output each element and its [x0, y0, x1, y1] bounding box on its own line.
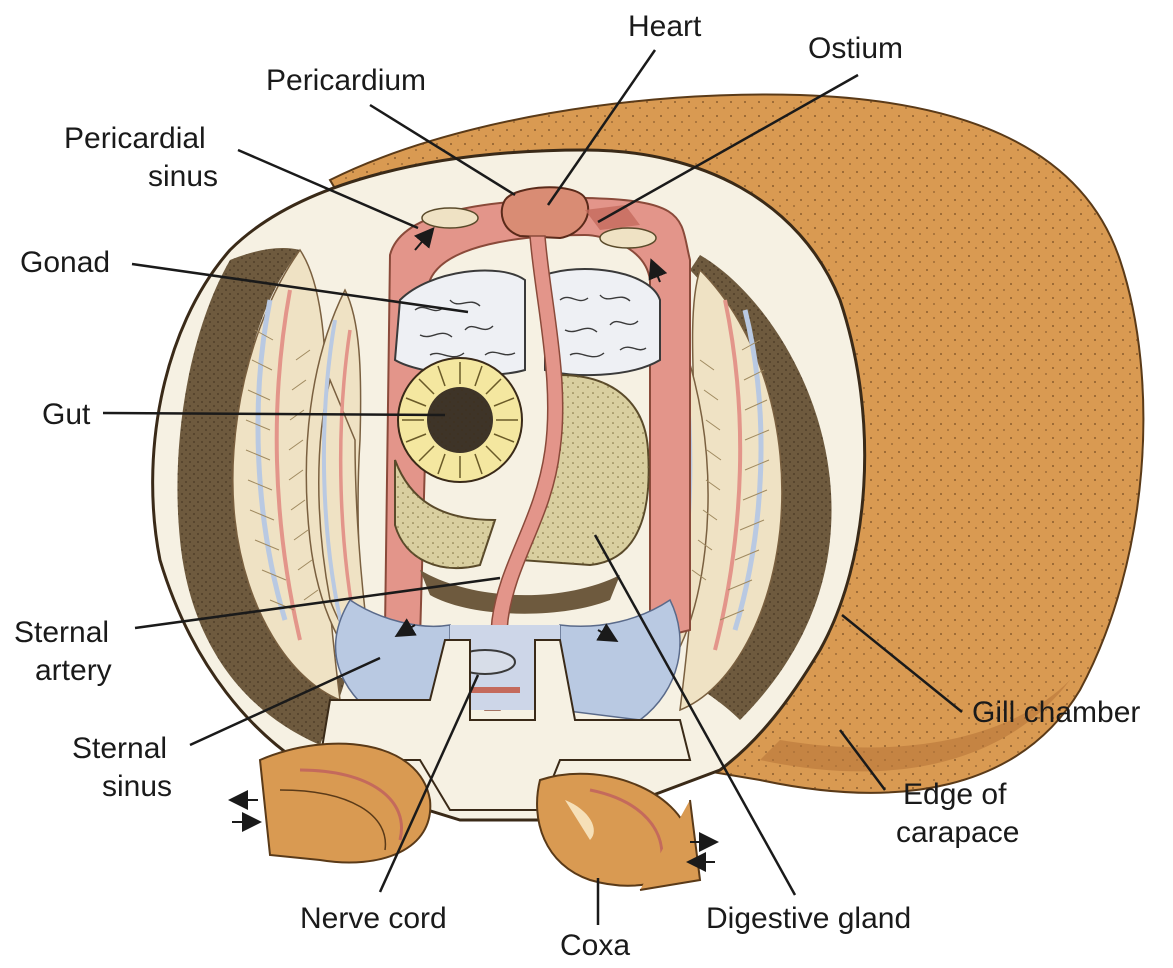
label-ostium: Ostium	[808, 32, 903, 65]
label-pericardial-sinus-line2: sinus	[148, 160, 218, 193]
gut	[398, 358, 522, 482]
label-sternal-artery-line1: Sternal	[14, 616, 109, 649]
label-pericardial-sinus-line1: Pericardial	[64, 122, 206, 155]
label-gill-chamber: Gill chamber	[972, 696, 1140, 729]
label-sternal-artery-line2: artery	[35, 654, 112, 687]
label-coxa: Coxa	[560, 929, 630, 962]
label-gut: Gut	[42, 398, 91, 431]
label-heart: Heart	[628, 10, 702, 43]
label-nerve-cord: Nerve cord	[300, 902, 447, 935]
label-edge-of-carapace-line2: carapace	[896, 816, 1019, 849]
label-sternal-sinus-line1: Sternal	[72, 732, 167, 765]
label-sternal-sinus-line2: sinus	[102, 770, 172, 803]
label-gonad: Gonad	[20, 246, 110, 279]
label-pericardium: Pericardium	[266, 64, 426, 97]
label-edge-of-carapace-line1: Edge of	[903, 778, 1007, 811]
label-digestive-gland: Digestive gland	[706, 902, 911, 935]
